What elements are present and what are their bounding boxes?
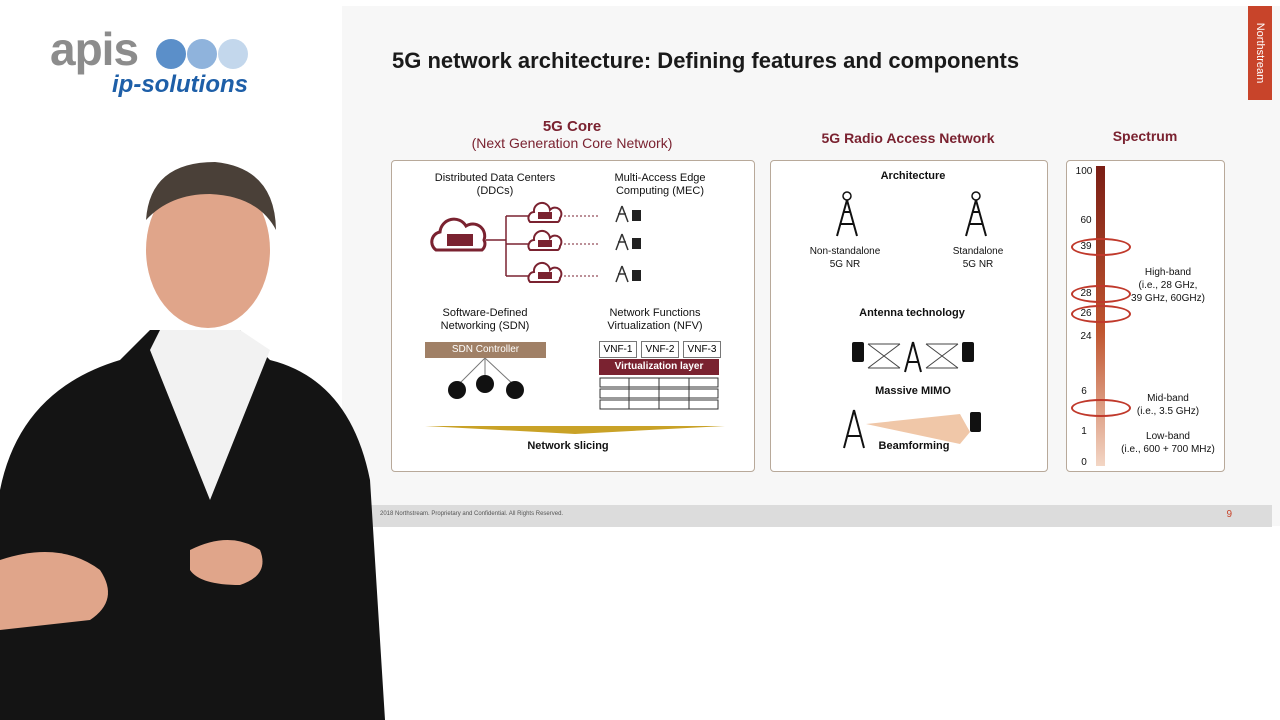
spectrum-tick: 24 [1080, 331, 1092, 342]
spectrum-heading: Spectrum [1112, 128, 1178, 144]
antenna-label: Antenna technology [859, 307, 965, 319]
low-band-label: Low-band (i.e., 600 + 700 MHz) [1121, 431, 1215, 455]
mec-tower-icon [615, 265, 641, 283]
mec-label: Multi-Access Edge Computing (MEC) [614, 172, 706, 197]
page-number: 9 [1226, 509, 1232, 520]
router-icon [506, 381, 524, 399]
mec-tower-icon [615, 205, 641, 223]
edge-cloud-icon [527, 201, 563, 223]
slicing-label: Network slicing [527, 440, 609, 452]
high-band-label: High-band (i.e., 28 GHz, 39 GHz, 60GHz) [1131, 267, 1205, 304]
slide-title: 5G network architecture: Defining featur… [392, 48, 1020, 73]
logo-dot-icon [218, 39, 248, 69]
band-highlight-ring [1071, 285, 1131, 303]
logo-word-apis: apis [50, 23, 139, 75]
mimo-label: Massive MIMO [875, 385, 951, 397]
presenter-figure [0, 162, 385, 720]
central-cloud-icon [430, 217, 487, 252]
sdn-routers [448, 358, 524, 399]
phone-icon [962, 342, 974, 362]
mid-band-label: Mid-band (i.e., 3.5 GHz) [1136, 393, 1200, 417]
ddc-diagram [430, 201, 641, 283]
tower-icon [904, 341, 922, 373]
beamforming-diagram [843, 409, 981, 449]
slicing-bar [425, 426, 725, 434]
slide-footer: 2018 Northstream. Proprietary and Confid… [342, 505, 1272, 527]
sdn-label: Software-Defined Networking (SDN) [440, 307, 530, 332]
tower-icon [843, 409, 865, 449]
phone-icon [970, 412, 981, 432]
sdn-controller: SDN Controller [425, 342, 546, 358]
beamforming-label: Beamforming [878, 440, 950, 452]
logo-dot-icon [187, 39, 217, 69]
server-rack-icon [599, 377, 719, 410]
edge-cloud-icon [527, 229, 563, 251]
sa-label: Standalone 5G NR [952, 246, 1004, 270]
spectrum-tick: 6 [1081, 386, 1087, 397]
tower-icon [836, 191, 858, 237]
core-heading: 5G Core [542, 118, 602, 135]
router-icon [476, 375, 494, 393]
band-highlight-ring [1071, 238, 1131, 256]
nsa-label: Non-standalone 5G NR [809, 246, 881, 270]
band-highlight-ring [1071, 399, 1131, 417]
logo-dot-icon [156, 39, 186, 69]
band-highlight-ring [1071, 305, 1131, 323]
vnf-box: VNF-1 [599, 341, 637, 358]
nfv-label: Network Functions Virtualization (NFV) [607, 307, 703, 332]
brand-tab: Northstream [1248, 6, 1272, 100]
ddc-label: Distributed Data Centers (DDCs) [434, 172, 556, 197]
tower-icon [965, 191, 987, 237]
spectrum-tick: 0 [1081, 457, 1087, 468]
edge-cloud-icon [527, 261, 563, 283]
footer-text: 2018 Northstream. Proprietary and Confid… [380, 511, 564, 517]
mec-tower-icon [615, 233, 641, 251]
vnf-box: VNF-2 [641, 341, 679, 358]
ran-heading: 5G Radio Access Network [821, 130, 995, 146]
core-subheading: (Next Generation Core Network) [471, 135, 673, 151]
router-icon [448, 381, 466, 399]
spectrum-tick: 1 [1081, 426, 1087, 437]
virtualization-layer: Virtualization layer [599, 359, 719, 375]
phone-icon [852, 342, 864, 362]
architecture-label: Architecture [880, 170, 946, 182]
spectrum-tick: 60 [1080, 215, 1092, 226]
mimo-diagram [852, 341, 974, 373]
spectrum-tick: 100 [1075, 166, 1093, 177]
logo-word-ip-solutions: ip-solutions [112, 71, 248, 98]
brand-name: Northstream [1254, 22, 1266, 84]
vnf-box: VNF-3 [683, 341, 721, 358]
core-panel [391, 160, 755, 472]
